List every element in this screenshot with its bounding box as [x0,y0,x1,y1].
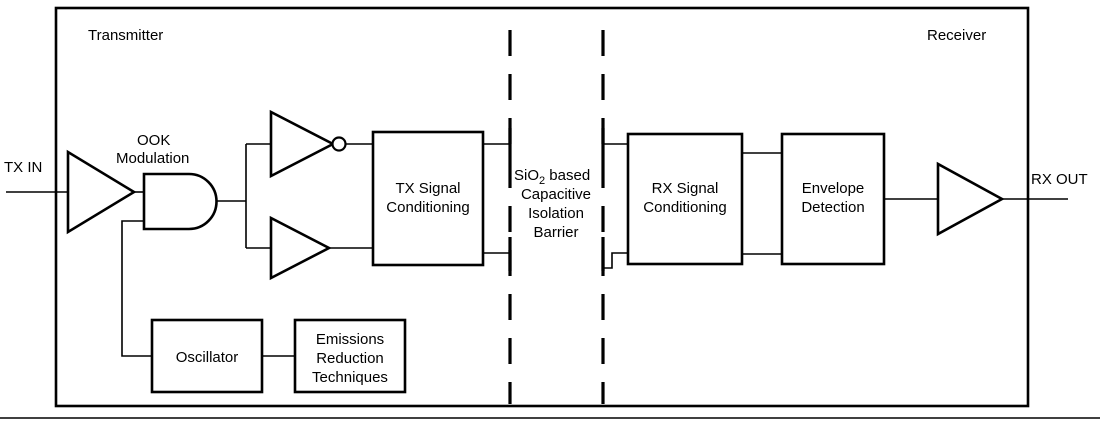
chip-boundary-frame [54,6,1030,408]
receiver-section-label: Receiver [927,27,986,44]
ook-modulation-label-line1: OOK [137,132,170,149]
rx-signal-conditioning-label-line2: Conditioning [643,199,726,216]
isolation-barrier-label-line3: Isolation [528,205,584,222]
emissions-reduction-label-line1: Emissions [316,331,384,348]
ook-modulation-label-line2: Modulation [116,150,189,167]
isolation-barrier-label-line2: Capacitive [521,186,591,203]
output-buffer-gate [936,161,1005,237]
isolation-barrier-label-line1: SiO2 based [514,167,590,187]
inverter-bubble-icon [331,136,347,152]
tx-signal-conditioning-label-line2: Conditioning [386,199,469,216]
transmitter-section-label: Transmitter [88,27,163,44]
tx-signal-conditioning-block [371,130,485,267]
wire-cap-to-rxcond-bottom [603,252,628,269]
envelope-detection-label-line2: Detection [801,199,864,216]
and-gate [142,172,218,231]
emissions-reduction-block [293,318,407,394]
rx-signal-conditioning-label-line1: RX Signal [652,180,719,197]
input-buffer-gate [66,149,137,235]
inverter-top-gate [269,109,336,179]
emissions-reduction-label-line2: Reduction [316,350,384,367]
rx-out-label: RX OUT [1031,171,1088,188]
tx-in-label: TX IN [4,159,42,176]
isolation-barrier-label-line4: Barrier [533,224,578,241]
oscillator-label: Oscillator [176,349,239,366]
buffer-bottom-gate [269,215,332,281]
oscillator-block [150,318,264,394]
rx-signal-conditioning-block [626,132,744,266]
envelope-detection-block [780,132,886,266]
tx-signal-conditioning-label-line1: TX Signal [395,180,460,197]
envelope-detection-label-line1: Envelope [802,180,865,197]
emissions-reduction-label-line3: Techniques [312,369,388,386]
wire-oscillator-to-and [121,220,152,357]
